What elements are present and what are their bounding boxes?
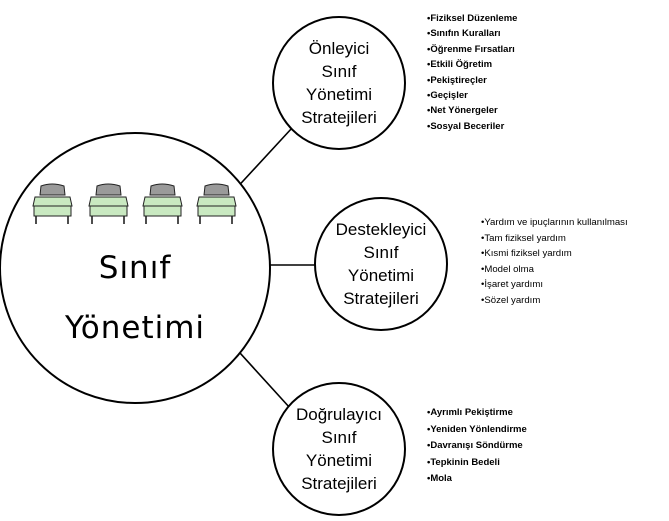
- item-list-dogrulayici: Ayrımlı Pekiştirme Yeniden Yönlendirme D…: [427, 405, 527, 488]
- desk-body: [197, 205, 236, 217]
- center-title-line-2: Yönetimi: [64, 310, 206, 346]
- classroom-desks-icon: [32, 183, 237, 224]
- desk-icon: [142, 183, 183, 224]
- node-circle-dogrulayici: [272, 382, 406, 516]
- desk-icon: [88, 183, 129, 224]
- node-title-line: Destekleyici: [335, 220, 427, 239]
- node-title-dogrulayici: Doğrulayıcı Sınıf Yönetimi Stratejileri: [296, 403, 382, 495]
- list-item: Tam fiziksel yardım: [481, 231, 628, 247]
- list-item: Sözel yardım: [481, 293, 628, 309]
- node-circle-destekleyici: [314, 197, 448, 331]
- node-title-line: Yönetimi: [347, 266, 415, 285]
- list-item: Davranışı Söndürme: [427, 438, 527, 455]
- chair-icon: [149, 183, 176, 196]
- desk-top: [196, 196, 237, 207]
- desk-icon: [32, 183, 73, 224]
- list-item: Fiziksel Düzenleme: [427, 11, 517, 26]
- center-title: Sınıf Yönetimi: [65, 238, 205, 358]
- list-item: Yeniden Yönlendirme: [427, 422, 526, 439]
- node-title-line: Stratejileri: [301, 108, 377, 127]
- list-item: Model olma: [481, 262, 628, 278]
- desk-top: [142, 196, 183, 207]
- node-title-line: Sınıf: [321, 62, 357, 81]
- list-item: Sınıfın Kuralları: [427, 26, 517, 41]
- node-title-line: Sınıf: [321, 428, 357, 447]
- list-item: Net Yönergeler: [427, 103, 517, 118]
- list-item: Sosyal Beceriler: [427, 119, 517, 134]
- list-item: Pekiştireçler: [427, 73, 517, 88]
- node-title-line: Stratejileri: [301, 474, 377, 493]
- connector-line-onleyici: [231, 127, 293, 194]
- node-title-line: Stratejileri: [343, 289, 419, 308]
- node-title-line: Yönetimi: [305, 85, 373, 104]
- node-title-line: Sınıf: [363, 243, 399, 262]
- node-label-dogrulayici: Doğrulayıcı Sınıf Yönetimi Stratejileri: [279, 389, 399, 509]
- list-item: Etkili Öğretim: [427, 57, 517, 72]
- node-title-destekleyici: Destekleyici Sınıf Yönetimi Stratejileri: [336, 218, 427, 310]
- desk-top: [88, 196, 129, 207]
- node-title-line: Önleyici: [308, 39, 370, 58]
- list-item: Ayrımlı Pekiştirme: [427, 405, 527, 422]
- chair-icon: [39, 183, 66, 196]
- list-item: Yardım ve ipuçlarının kullanılması: [481, 215, 627, 231]
- chair-icon: [203, 183, 230, 196]
- item-list-onleyici: Fiziksel Düzenleme Sınıfın Kuralları Öğr…: [427, 11, 517, 134]
- center-title-line-1: Sınıf: [98, 250, 172, 286]
- list-item: Tepkinin Bedeli: [427, 455, 527, 472]
- list-item: Geçişler: [427, 88, 517, 103]
- node-title-line: Yönetimi: [305, 451, 373, 470]
- center-label: Sınıf Yönetimi: [40, 228, 230, 368]
- node-label-destekleyici: Destekleyici Sınıf Yönetimi Stratejileri: [321, 204, 441, 324]
- node-title-onleyici: Önleyici Sınıf Yönetimi Stratejileri: [301, 37, 377, 129]
- desk-body: [33, 205, 72, 217]
- node-label-onleyici: Önleyici Sınıf Yönetimi Stratejileri: [279, 23, 399, 143]
- chair-icon: [95, 183, 122, 196]
- desk-body: [89, 205, 128, 217]
- item-list-destekleyici: Yardım ve ipuçlarının kullanılması Tam f…: [481, 215, 628, 309]
- desk-body: [143, 205, 182, 217]
- node-circle-onleyici: [272, 16, 406, 150]
- desk-top: [32, 196, 73, 207]
- desk-icon: [196, 183, 237, 224]
- list-item: Öğrenme Fırsatları: [427, 42, 517, 57]
- list-item: İşaret yardımı: [481, 277, 628, 293]
- list-item: Mola: [427, 471, 527, 488]
- node-title-line: Doğrulayıcı: [296, 405, 382, 424]
- list-item: Kısmi fiziksel yardım: [481, 246, 628, 262]
